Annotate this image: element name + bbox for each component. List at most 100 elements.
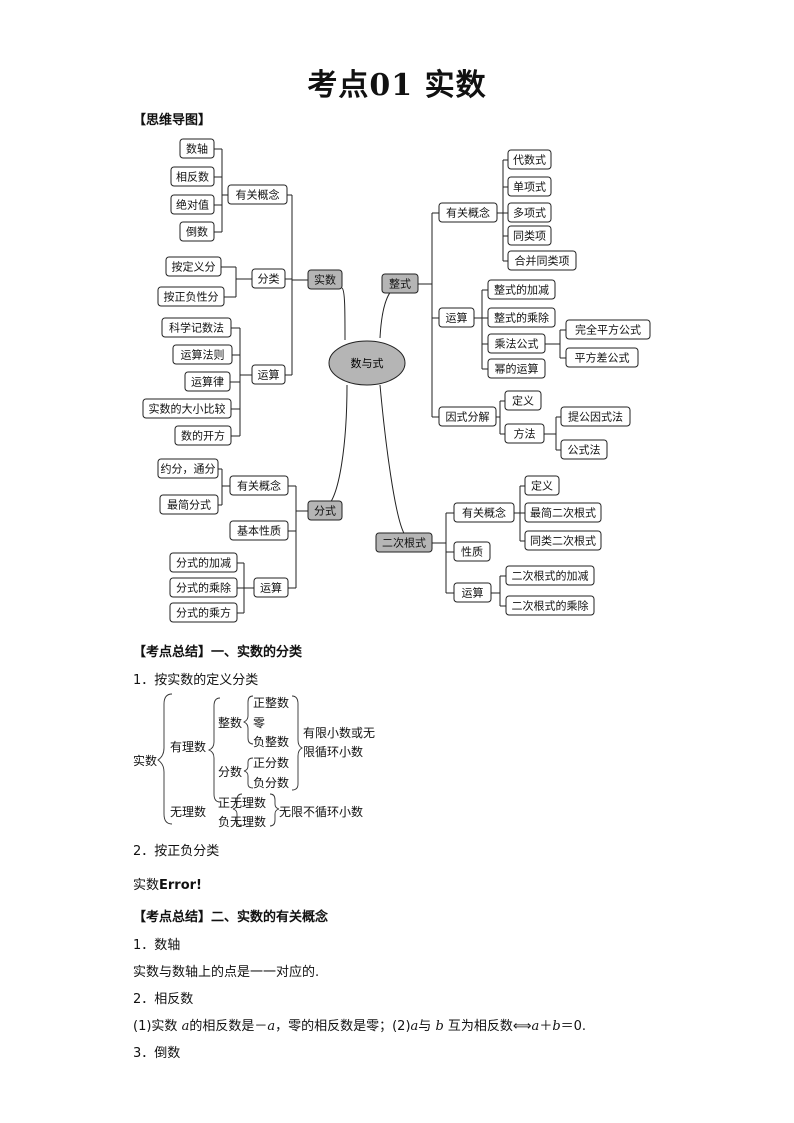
node-yunsuanfaze: 运算法则 [172,344,233,365]
node-fenshi-chengchu: 分式的乘除 [169,577,238,598]
node-tonglei-genshi: 同类二次根式 [524,530,602,551]
section2-heading: 【考点总结】二、实数的有关概念 [133,910,329,925]
node-shuzhou-label: 数轴 [186,142,208,156]
node-shishu-yunsuan: 运算 [251,364,286,385]
node-mideyunsuan: 幂的运算 [487,358,546,379]
node-zhengshi: 整式 [381,273,419,294]
node-shishu-label: 实数 [314,273,336,287]
cls-neg-frac: 负分数 [253,776,290,790]
node-xiangfanshu-label: 相反数 [176,171,209,184]
node-anzhengfu: 按正负性分 [157,286,225,307]
cls-fraction: 分数 [218,765,243,779]
node-shishu-yunsuan-label: 运算 [258,368,280,382]
node-fenshi-chengchu-label: 分式的乘除 [176,581,231,595]
cls-rational: 有理数 [170,740,207,754]
node-genshi-jiajian: 二次根式的加减 [505,565,595,586]
node-yinshifenjie: 因式分解 [438,406,497,427]
node-zuijian-genshi: 最简二次根式 [524,502,602,523]
node-shishu-fenlei-label: 分类 [258,272,280,286]
node-zhengshi-yunsuan: 运算 [438,307,475,328]
node-fenshi-jiajian-label: 分式的加减 [176,556,231,570]
node-gongshifa: 公式法 [560,439,608,460]
node-fenshi-gainian: 有关概念 [229,475,289,496]
node-zhengshi-yunsuan-label: 运算 [446,311,468,325]
node-hebing: 合并同类项 [507,250,577,271]
node-zhengshi-chengchu-label: 整式的乘除 [494,311,549,325]
node-zhengshi-label: 整式 [389,277,411,291]
node-zuijianfenshi-label: 最简分式 [167,498,211,512]
cls-finite-1: 有限小数或无 [303,726,376,740]
node-chengfagongshi: 乘法公式 [487,333,546,354]
cls-neg-irr: 负无理数 [218,815,267,829]
node-fenshi-chengfang: 分式的乘方 [169,602,238,623]
node-kexuejishu: 科学记数法 [161,317,232,338]
node-shishu: 实数 [307,269,343,290]
node-genshi-chengchu: 二次根式的乘除 [505,595,595,616]
node-fenshi-gainian-label: 有关概念 [237,479,281,493]
node-yinshi-fangfa: 方法 [504,423,545,444]
node-fenshi-yunsuan-label: 运算 [260,581,282,595]
node-genshi-jiajian-label: 二次根式的加减 [512,569,589,583]
node-chengfagongshi-label: 乘法公式 [495,337,539,351]
node-kaifang: 数的开方 [174,425,232,446]
node-andingyi-label: 按定义分 [172,260,216,274]
edge-center-genshi [379,384,406,536]
node-jibenxingzhi: 基本性质 [229,520,289,541]
node-genshi-chengchu-label: 二次根式的乘除 [512,599,589,613]
cls-pos-irr: 正无理数 [218,796,267,810]
node-yuefen-label: 约分，通分 [161,463,216,476]
node-danxiangshi-label: 单项式 [513,181,546,194]
node-daxiaobijiao-label: 实数的大小比较 [149,402,226,416]
section1-heading: 【考点总结】一、实数的分类 [133,645,303,660]
node-zhengshi-gainian: 有关概念 [438,202,498,223]
section2-item2: 2．相反数 [133,992,194,1007]
node-genshi: 二次根式 [375,532,433,553]
node-tigongyinshi: 提公因式法 [560,406,631,427]
node-daishushi-label: 代数式 [513,154,546,167]
node-wanquanpingfang: 完全平方公式 [565,319,651,340]
cls-integer: 整数 [218,716,243,730]
node-hebing-label: 合并同类项 [515,254,570,268]
edge-center-shishu [341,287,346,341]
page-title: 考点01 实数 [307,68,487,103]
node-zhengshi-gainian-label: 有关概念 [446,206,490,220]
node-zhengshi-chengchu: 整式的乘除 [487,307,556,328]
node-danxiangshi: 单项式 [507,176,552,197]
section2-item3: 3．倒数 [133,1046,181,1061]
node-fenshi-jiajian: 分式的加减 [169,552,238,573]
mindmap-lines [214,148,566,614]
node-genshi-dingyi-label: 定义 [531,479,553,493]
node-shishu-fenlei: 分类 [251,268,286,289]
node-jueduizhi: 绝对值 [170,194,215,215]
node-pingfangcha-label: 平方差公式 [575,351,630,365]
node-duoxiangshi-label: 多项式 [513,206,546,220]
node-fenshi-chengfang-label: 分式的乘方 [176,606,231,620]
node-genshi-xingzhi-label: 性质 [461,545,483,559]
error-prefix: 实数 [133,878,160,893]
node-zuijianfenshi: 最简分式 [159,494,219,515]
node-daishushi: 代数式 [507,149,552,170]
node-tongleixiang: 同类项 [507,225,552,246]
node-genshi-yunsuan-label: 运算 [462,586,484,600]
node-pingfangcha: 平方差公式 [565,347,639,368]
node-tigongyinshi-label: 提公因式法 [568,410,623,424]
node-genshi-yunsuan: 运算 [453,582,492,603]
node-gongshifa-label: 公式法 [568,443,601,457]
node-shishu-gainian-label: 有关概念 [236,188,280,202]
node-jueduizhi-label: 绝对值 [176,198,209,212]
node-yuefen: 约分，通分 [157,458,219,479]
node-daoshu: 倒数 [179,221,215,242]
cls-neg-int: 负整数 [253,735,290,749]
node-shishu-gainian: 有关概念 [227,184,288,205]
cls-zero: 零 [253,716,266,730]
node-fenshi: 分式 [307,500,343,521]
mindmap-center-node: 数与式 [328,340,406,386]
node-duoxiangshi: 多项式 [507,202,552,223]
node-zhengshi-jiajian: 整式的加减 [487,279,556,300]
node-genshi-xingzhi: 性质 [453,541,491,562]
node-andingyi: 按定义分 [165,256,222,277]
node-tongleixiang-label: 同类项 [513,229,546,243]
classification-diagram: 实数 有理数 整数 正整数 零 负整数 分数 正分数 负分数 有限小数或无 限循… [130,690,400,830]
section1-item2: 2．按正负分类 [133,844,220,859]
node-genshi-gainian: 有关概念 [453,502,515,523]
